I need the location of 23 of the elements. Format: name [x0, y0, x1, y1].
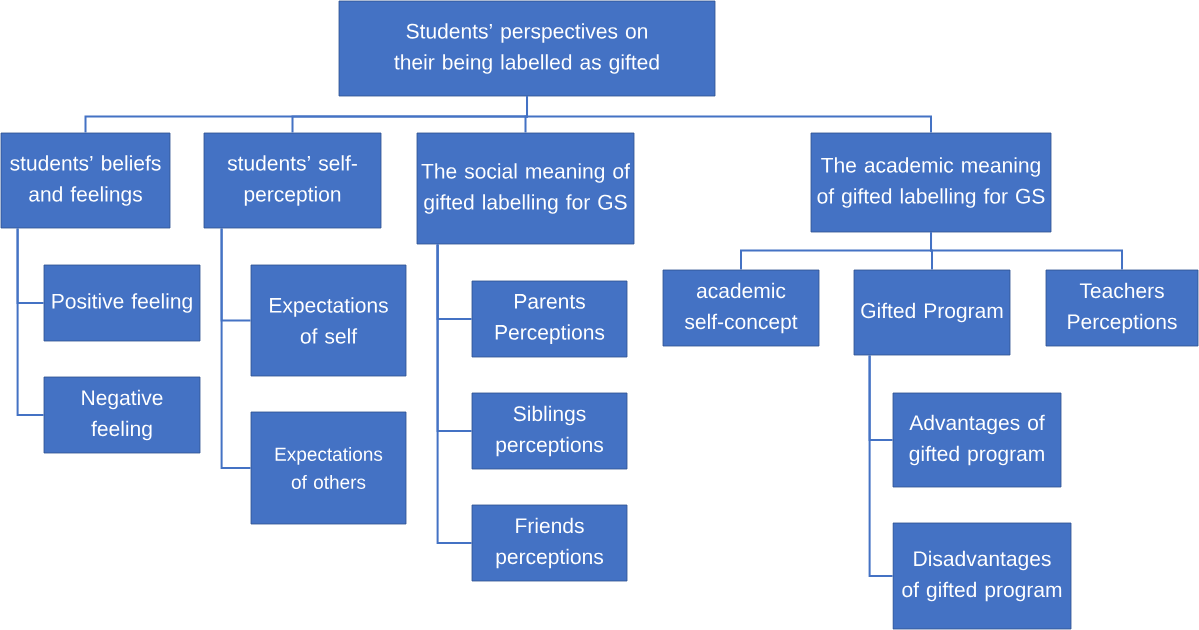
text-box: The academic meaning of gifted labelling for GS — [810, 132, 1052, 233]
text-box: Disadvantages of gifted program — [892, 522, 1072, 630]
text-box: Students’ perspectives on their being labelled as gifted — [338, 0, 716, 97]
connector-line — [930, 231, 1123, 271]
text-box: Friends perceptions — [471, 504, 628, 582]
text-box: Teachers Perceptions — [1045, 269, 1199, 347]
text-box: academic self-concept — [662, 269, 820, 347]
connector-line — [868, 354, 894, 577]
connector-line — [16, 227, 45, 416]
connector-line — [436, 243, 473, 544]
text-box: Parents Perceptions — [471, 280, 628, 358]
text-box: Siblings perceptions — [471, 392, 628, 470]
text-box: Expectations of others — [250, 411, 407, 525]
text-box: students’ self-perception — [203, 132, 382, 229]
connector-line — [220, 227, 252, 469]
text-box: The social meaning of gifted labelling for GS — [416, 132, 635, 245]
connector-line — [526, 95, 932, 134]
text-box: Advantages of gifted program — [892, 392, 1062, 488]
text-box: students’ beliefs and feelings — [0, 132, 171, 229]
text-box: Negative feeling — [43, 376, 201, 454]
text-box: Gifted Program — [853, 269, 1011, 356]
text-box: Expectations of self — [250, 264, 407, 377]
text-box: Positive feeling — [43, 264, 201, 342]
